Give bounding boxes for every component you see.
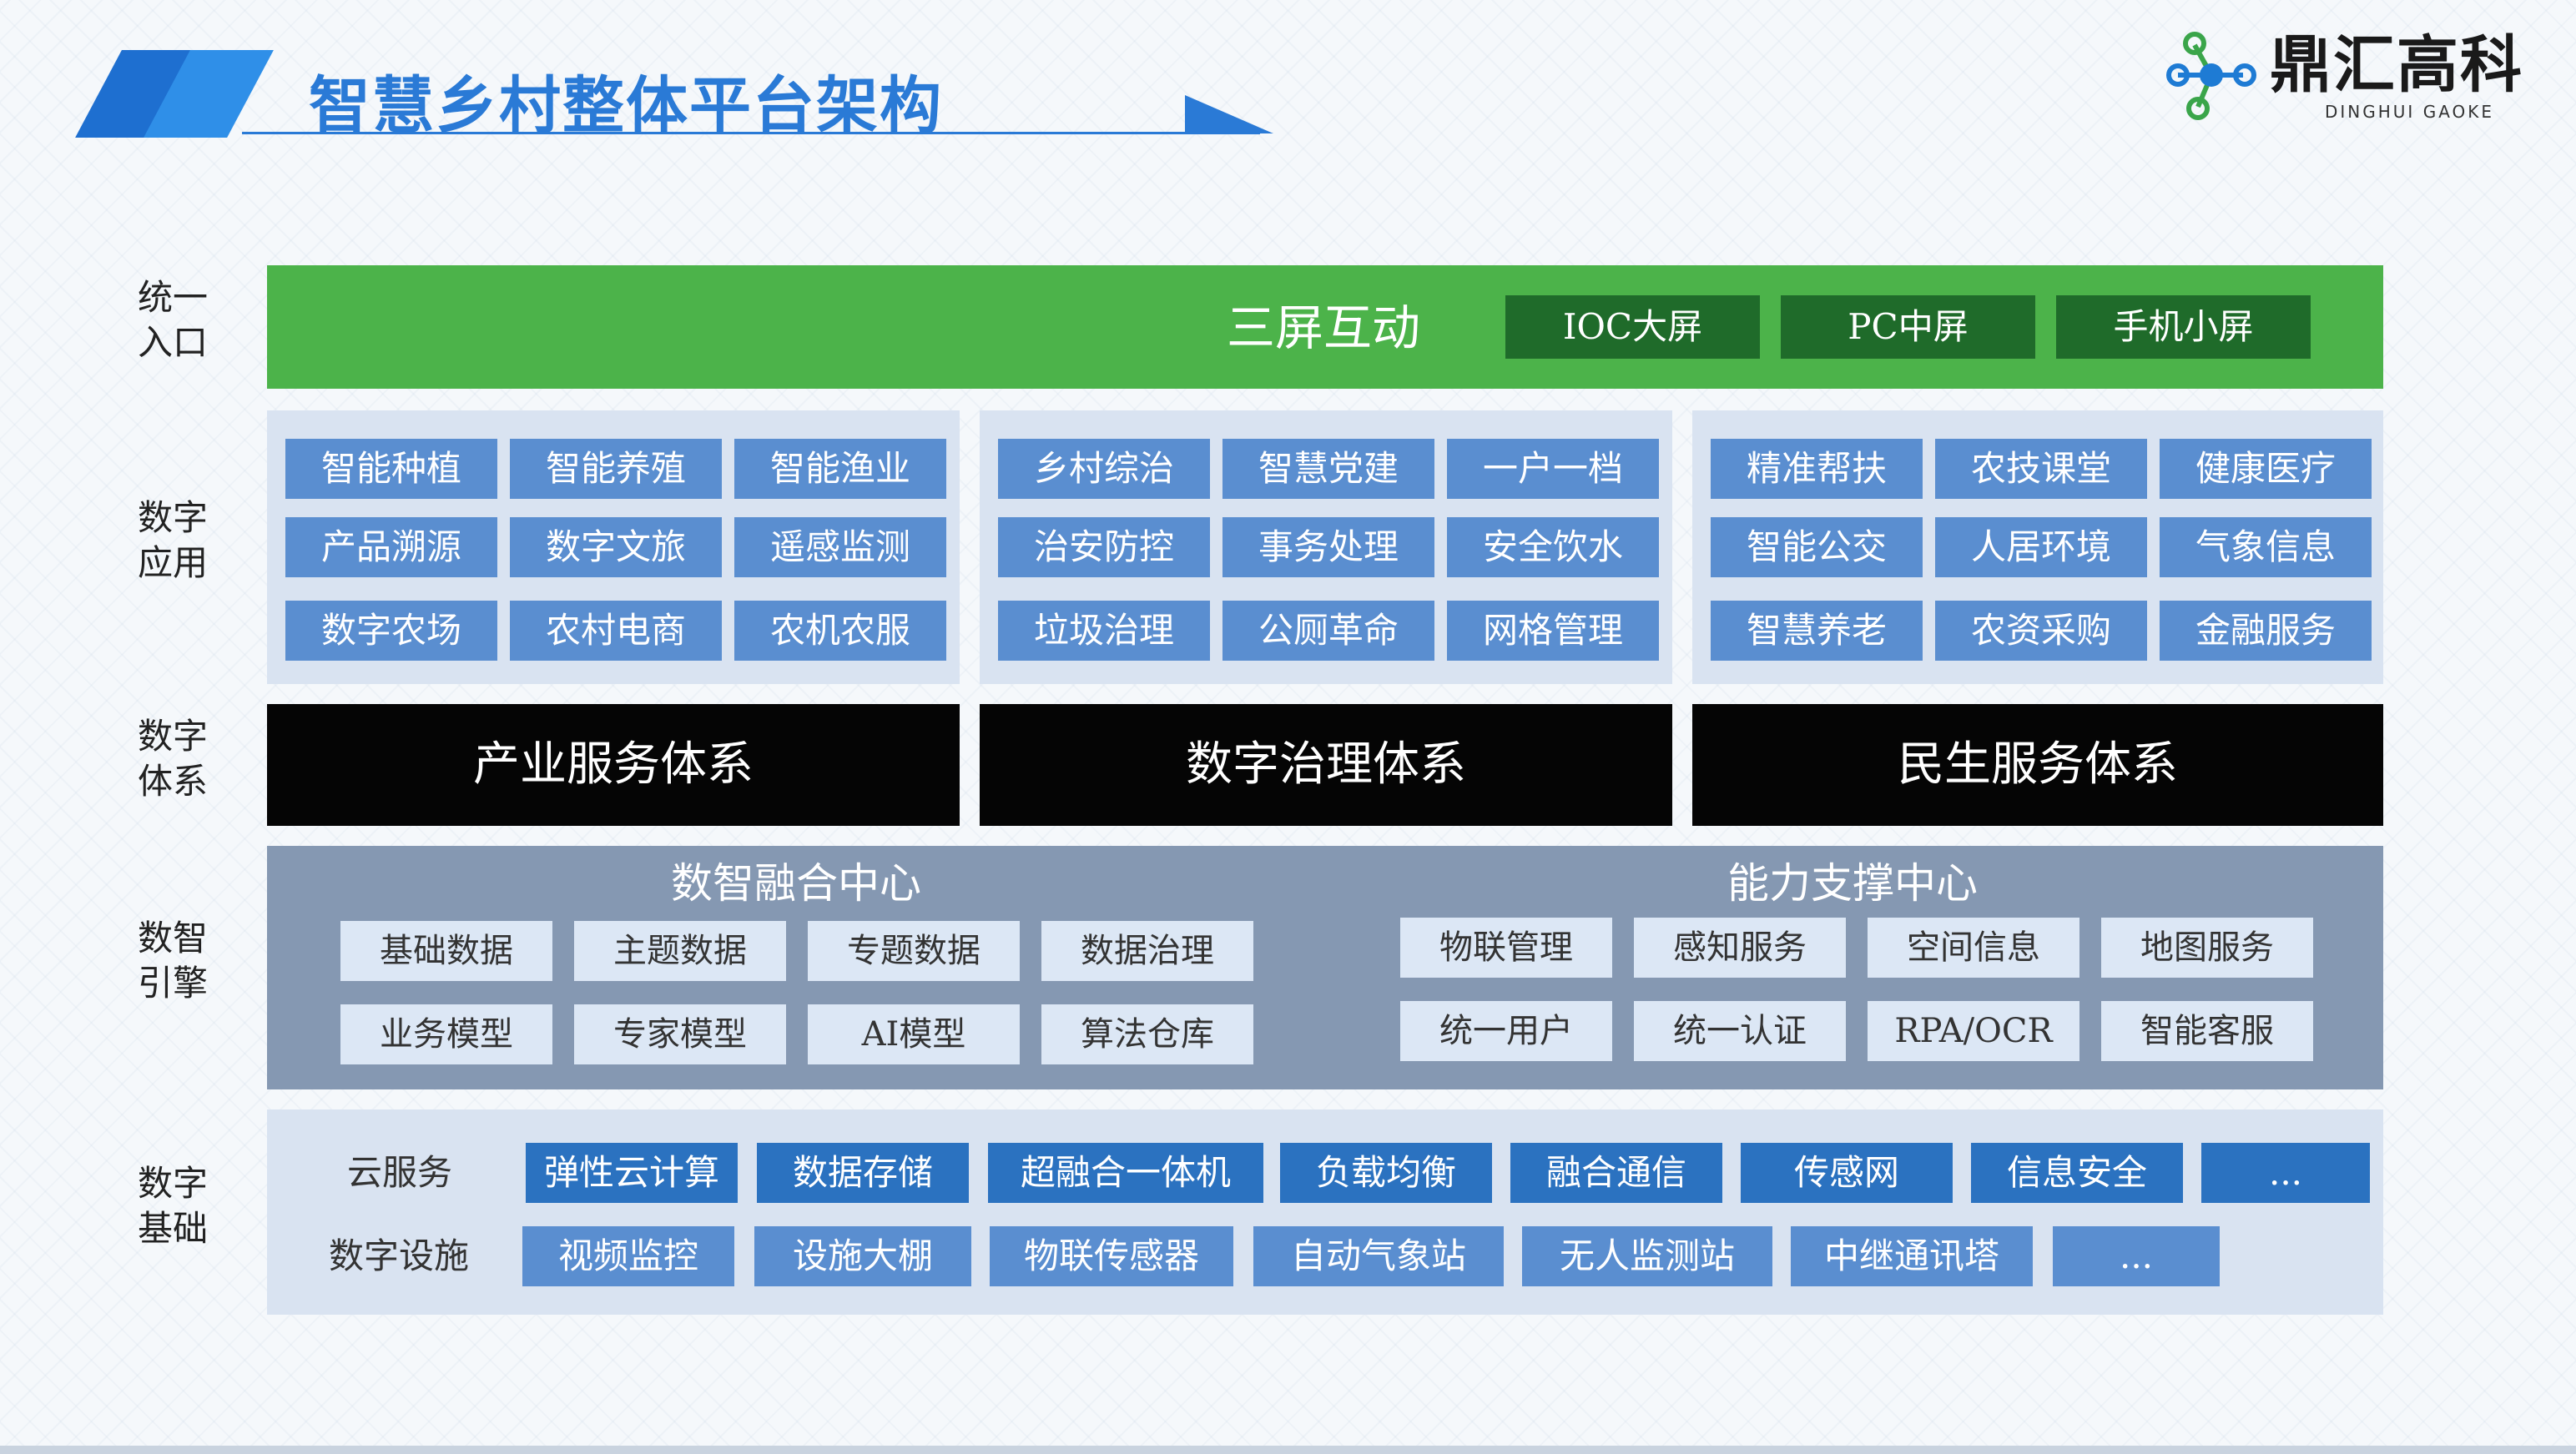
app-item[interactable]: 精准帮扶: [1711, 439, 1923, 499]
app-item[interactable]: 健康医疗: [2160, 439, 2372, 499]
footer-divider: [0, 1446, 2576, 1454]
engine-item[interactable]: 智能客服: [2101, 1001, 2313, 1061]
app-item[interactable]: 公厕革命: [1222, 601, 1434, 661]
cloud-item[interactable]: 负载均衡: [1280, 1143, 1492, 1203]
app-item[interactable]: 金融服务: [2160, 601, 2372, 661]
app-item[interactable]: 乡村综治: [998, 439, 1210, 499]
page-title: 智慧乡村整体平台架构: [309, 70, 943, 142]
engine-item[interactable]: 专题数据: [808, 921, 1020, 981]
infra-item[interactable]: 中继通讯塔: [1791, 1226, 2033, 1286]
engine-item[interactable]: 感知服务: [1634, 918, 1846, 978]
app-item[interactable]: 农村电商: [510, 601, 722, 661]
system-livelihood-service[interactable]: 民生服务体系: [1692, 704, 2383, 826]
data-fusion-center-title: 数智融合中心: [671, 859, 921, 908]
logo-name: 鼎汇高科: [2270, 29, 2523, 101]
ioc-screen-button[interactable]: IOC大屏: [1505, 295, 1760, 359]
cloud-service-label: 云服务: [347, 1152, 453, 1193]
engine-item[interactable]: AI模型: [808, 1004, 1020, 1064]
app-item[interactable]: 气象信息: [2160, 517, 2372, 577]
app-item[interactable]: 智能种植: [285, 439, 497, 499]
infra-more-button[interactable]: ...: [2053, 1226, 2220, 1286]
system-industry-service[interactable]: 产业服务体系: [267, 704, 960, 826]
engine-item[interactable]: 地图服务: [2101, 918, 2313, 978]
engine-item[interactable]: 专家模型: [574, 1004, 786, 1064]
app-item[interactable]: 网格管理: [1447, 601, 1659, 661]
engine-item[interactable]: 主题数据: [574, 921, 786, 981]
engine-item[interactable]: RPA/OCR: [1868, 1001, 2079, 1061]
three-screen-title: 三屏互动: [1227, 299, 1421, 356]
engine-item[interactable]: 物联管理: [1400, 918, 1612, 978]
pc-screen-button[interactable]: PC中屏: [1781, 295, 2035, 359]
infra-item[interactable]: 自动气象站: [1253, 1226, 1504, 1286]
cloud-more-button[interactable]: ...: [2201, 1143, 2370, 1203]
app-item[interactable]: 人居环境: [1935, 517, 2147, 577]
infra-item[interactable]: 视频监控: [522, 1226, 734, 1286]
engine-item[interactable]: 统一认证: [1634, 1001, 1846, 1061]
cloud-item[interactable]: 弹性云计算: [526, 1143, 738, 1203]
company-logo: 鼎汇高科 DINGHUI GAOKE: [2161, 25, 2537, 125]
unified-entry-bar: 三屏互动 IOC大屏 PC中屏 手机小屏: [267, 265, 2383, 389]
app-item[interactable]: 事务处理: [1222, 517, 1434, 577]
app-item[interactable]: 治安防控: [998, 517, 1210, 577]
layer-label-foundation: 数字 基础: [138, 1163, 209, 1249]
app-item[interactable]: 农资采购: [1935, 601, 2147, 661]
engine-item[interactable]: 业务模型: [340, 1004, 552, 1064]
app-item[interactable]: 遥感监测: [734, 517, 946, 577]
cloud-item[interactable]: 融合通信: [1510, 1143, 1722, 1203]
digital-infrastructure-label: 数字设施: [329, 1235, 470, 1276]
cloud-item[interactable]: 超融合一体机: [988, 1143, 1263, 1203]
title-underline: [242, 132, 1260, 134]
app-item[interactable]: 产品溯源: [285, 517, 497, 577]
app-item[interactable]: 数字农场: [285, 601, 497, 661]
title-arrow-icon: [1185, 95, 1273, 133]
molecule-logo-icon: [2166, 32, 2256, 120]
layer-label-engine: 数智 引擎: [138, 918, 209, 1004]
intelligence-engine-panel: 数智融合中心 基础数据 主题数据 专题数据 数据治理 业务模型 专家模型 AI模…: [267, 846, 2383, 1089]
infra-item[interactable]: 无人监测站: [1522, 1226, 1772, 1286]
app-item[interactable]: 垃圾治理: [998, 601, 1210, 661]
app-item[interactable]: 智能养殖: [510, 439, 722, 499]
engine-item[interactable]: 统一用户: [1400, 1001, 1612, 1061]
layer-label-apps: 数字 应用: [138, 497, 209, 583]
app-item[interactable]: 农技课堂: [1935, 439, 2147, 499]
engine-item[interactable]: 空间信息: [1868, 918, 2079, 978]
app-item[interactable]: 农机农服: [734, 601, 946, 661]
app-item[interactable]: 智慧养老: [1711, 601, 1923, 661]
capability-support-center-title: 能力支撑中心: [1727, 859, 1978, 908]
app-panel-livelihood: 精准帮扶 农技课堂 健康医疗 智能公交 人居环境 气象信息 智慧养老 农资采购 …: [1692, 410, 2383, 684]
engine-item[interactable]: 数据治理: [1041, 921, 1253, 981]
engine-item[interactable]: 基础数据: [340, 921, 552, 981]
app-item[interactable]: 数字文旅: [510, 517, 722, 577]
layer-label-system: 数字 体系: [138, 716, 209, 802]
cloud-item[interactable]: 信息安全: [1971, 1143, 2183, 1203]
app-item[interactable]: 一户一档: [1447, 439, 1659, 499]
infra-item[interactable]: 物联传感器: [990, 1226, 1233, 1286]
system-digital-governance[interactable]: 数字治理体系: [980, 704, 1672, 826]
app-panel-governance: 乡村综治 智慧党建 一户一档 治安防控 事务处理 安全饮水 垃圾治理 公厕革命 …: [980, 410, 1672, 684]
digital-foundation-panel: 云服务 弹性云计算 数据存储 超融合一体机 负载均衡 融合通信 传感网 信息安全…: [267, 1109, 2383, 1315]
infra-item[interactable]: 设施大棚: [754, 1226, 971, 1286]
app-item[interactable]: 安全饮水: [1447, 517, 1659, 577]
logo-subtitle: DINGHUI GAOKE: [2325, 102, 2495, 122]
app-item[interactable]: 智慧党建: [1222, 439, 1434, 499]
cloud-item[interactable]: 传感网: [1741, 1143, 1953, 1203]
mobile-screen-button[interactable]: 手机小屏: [2056, 295, 2311, 359]
layer-label-entry: 统一 入口: [138, 277, 209, 363]
app-panel-industry: 智能种植 智能养殖 智能渔业 产品溯源 数字文旅 遥感监测 数字农场 农村电商 …: [267, 410, 960, 684]
app-item[interactable]: 智能渔业: [734, 439, 946, 499]
engine-item[interactable]: 算法仓库: [1041, 1004, 1253, 1064]
cloud-item[interactable]: 数据存储: [757, 1143, 969, 1203]
app-item[interactable]: 智能公交: [1711, 517, 1923, 577]
